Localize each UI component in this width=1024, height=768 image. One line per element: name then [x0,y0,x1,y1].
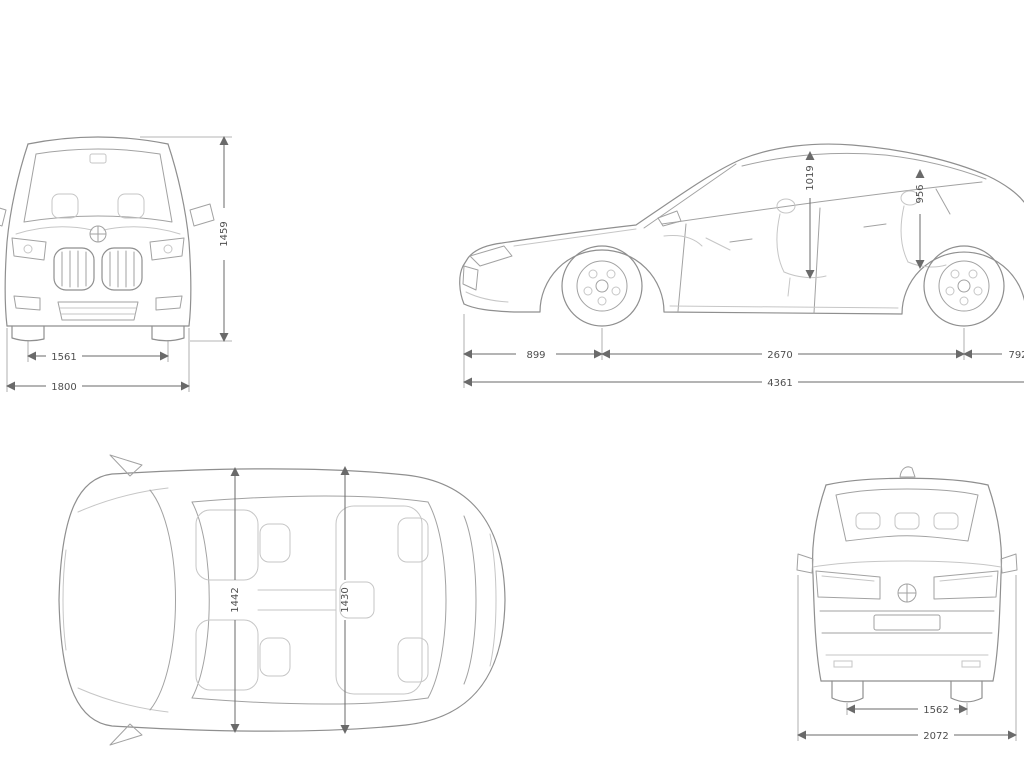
rear-overhang-label: 792 [1008,350,1024,361]
front-track-label: 1561 [51,352,76,363]
side-mirror [657,210,682,227]
rear-mirrors [796,553,1018,574]
top-dimension-front-width: 1442 [230,467,241,733]
front-dimension-height: 1459 [140,136,232,342]
side-dimension-front-overhang: 899 [463,349,603,361]
front-hood-lines [15,226,181,235]
rear-dimension-width-mirrors: 2072 [797,730,1017,742]
width-incl-mirrors-label: 2072 [923,731,948,742]
top-glass-lines [149,489,497,711]
front-headlights [11,237,185,261]
rear-dimension-track: 1562 [846,704,968,716]
front-headrest-left [51,193,79,219]
front-headrest-right [117,193,145,219]
license-plate [873,614,941,631]
rear-track-label: 1562 [923,705,948,716]
rear-headroom-label: 956 [915,184,926,203]
side-rear-wheel [923,245,1005,327]
side-dimension-length: 4361 [463,377,1024,389]
side-interior-sketch [663,190,947,297]
side-view-diagram: 1019 956 899 2670 792 4361 [459,143,1024,389]
side-dimension-wheelbase: 2670 [601,349,965,361]
rear-car-outline [811,466,1003,703]
rear-taillights [812,560,1002,600]
top-dimension-rear-width: 1430 [340,466,351,734]
side-dimension-rear-headroom: 956 [915,169,926,269]
front-windshield [23,148,173,223]
rear-window [835,488,979,542]
rear-view-diagram: 1562 2072 [796,466,1018,742]
top-rear-seats [335,505,429,695]
overall-length-label: 4361 [767,378,792,389]
front-dimension-track: 1561 [27,341,169,363]
top-mirrors [109,454,143,746]
side-glasshouse [643,152,987,314]
top-view-diagram: 1442 1430 [58,454,506,746]
kidney-grille [53,247,143,291]
front-mirrors [0,203,215,227]
side-front-wheel [561,245,643,327]
front-height-label: 1459 [219,221,230,246]
rear-shoulder-width-label: 1430 [340,587,351,612]
top-car-outline [58,468,506,732]
bmw-roundel-rear [897,583,917,603]
front-width-label: 1800 [51,382,76,393]
rearview-mirror [89,153,107,164]
top-hood-lines [62,487,169,713]
rear-bumper [819,610,995,668]
side-dimension-front-headroom: 1019 [805,151,816,279]
side-car-outline [459,143,1024,315]
roof-antenna-fin [899,466,916,478]
side-front-details [462,228,637,303]
wheelbase-label: 2670 [767,350,792,361]
front-shoulder-width-label: 1442 [230,587,241,612]
front-dimension-width: 1800 [6,328,190,393]
bmw-roundel-front [89,225,107,243]
front-bumper-intakes [13,295,183,321]
front-overhang-label: 899 [526,350,545,361]
top-front-seats [195,509,337,691]
front-view-diagram: 1459 1561 1800 [0,136,232,393]
side-dimension-rear-overhang: 792 [963,349,1024,361]
front-car-outline [4,136,192,342]
front-headroom-label: 1019 [805,165,816,190]
